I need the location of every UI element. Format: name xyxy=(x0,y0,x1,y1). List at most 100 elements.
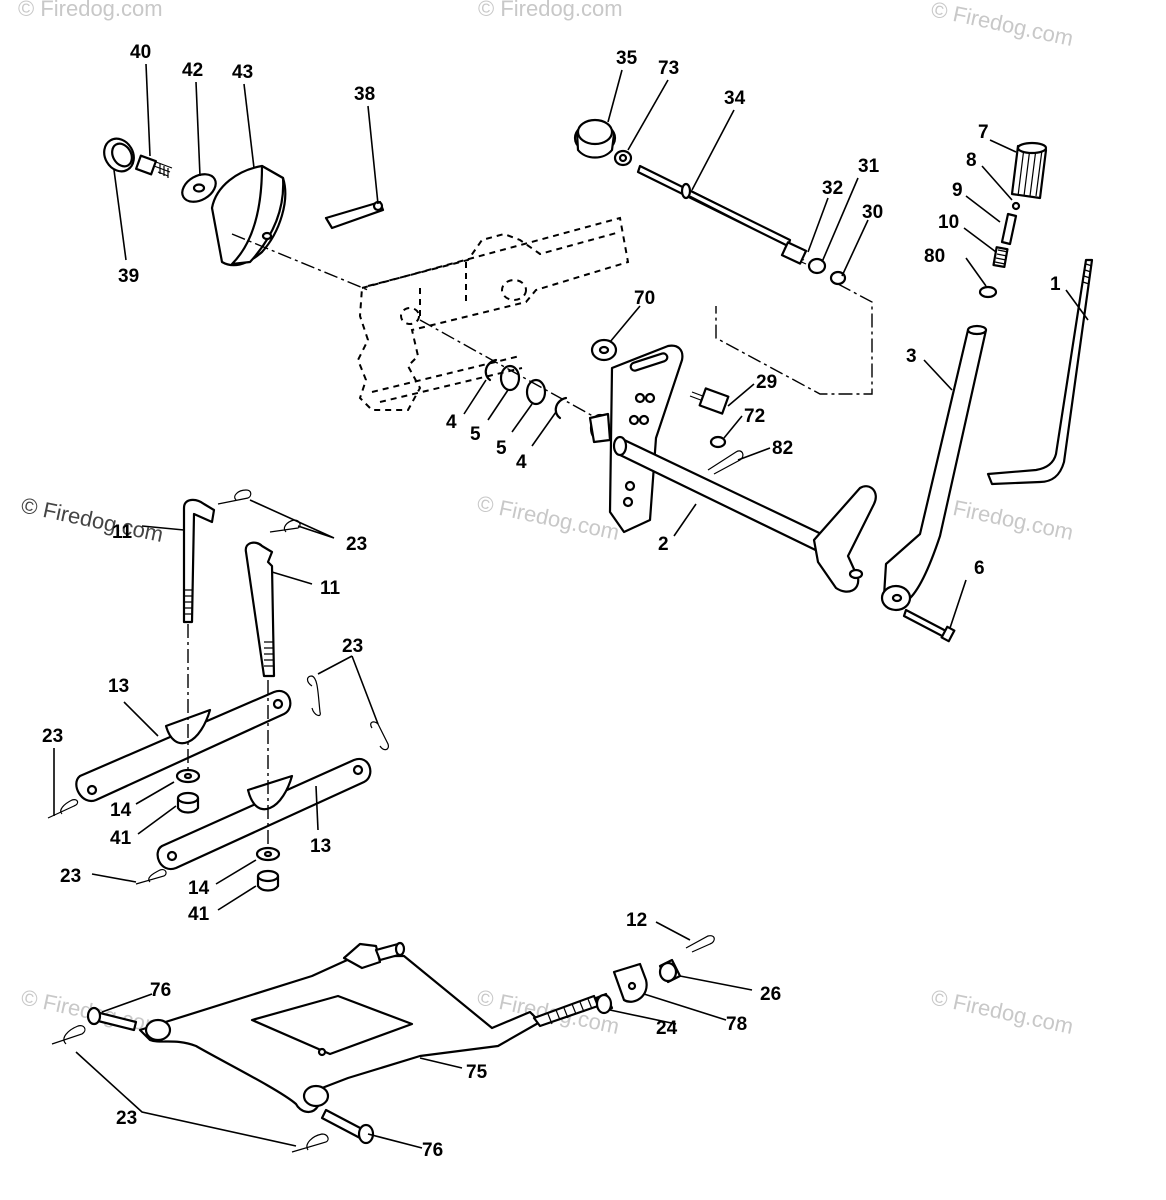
part-14-washer xyxy=(175,768,201,784)
part-73-nut xyxy=(613,149,633,167)
label-10: 10 xyxy=(938,212,959,233)
part-23-pin xyxy=(217,489,252,505)
part-42-washer xyxy=(181,173,217,203)
part-8-ball xyxy=(1011,201,1021,211)
label-4: 4 xyxy=(516,452,527,473)
part-78-clevis xyxy=(612,962,648,1003)
label-78: 78 xyxy=(726,1014,747,1035)
part-75-plate xyxy=(138,954,600,1113)
part-41-nut xyxy=(176,791,200,814)
label-70: 70 xyxy=(634,288,655,309)
label-3: 3 xyxy=(906,346,917,367)
label-11: 11 xyxy=(320,578,341,599)
label-39: 39 xyxy=(118,266,139,287)
label-5: 5 xyxy=(496,438,507,459)
part-72-washer xyxy=(709,435,727,449)
part-23-pin xyxy=(135,869,167,885)
label-43: 43 xyxy=(232,62,253,83)
label-4: 4 xyxy=(446,412,457,433)
part-70-washer xyxy=(590,338,618,362)
part-32-spring xyxy=(780,241,808,265)
part-3-lever xyxy=(880,324,988,612)
watermark: © Firedog.com xyxy=(478,0,623,21)
part-12-pin xyxy=(685,935,715,953)
part-41-nut xyxy=(256,869,280,892)
part-4-clip xyxy=(484,358,498,382)
part-39-ring xyxy=(103,137,135,173)
label-75: 75 xyxy=(466,1062,488,1083)
label-23: 23 xyxy=(116,1108,137,1129)
label-73: 73 xyxy=(658,58,679,79)
part-34-rod xyxy=(636,164,792,248)
label-35: 35 xyxy=(616,48,638,69)
part-23-pin xyxy=(51,1025,86,1045)
label-76: 76 xyxy=(422,1140,443,1161)
label-80: 80 xyxy=(924,246,945,267)
centerline xyxy=(419,319,601,421)
label-26: 26 xyxy=(760,984,781,1005)
part-35-knob xyxy=(573,118,617,159)
label-32: 32 xyxy=(822,178,843,199)
label-23: 23 xyxy=(346,534,367,555)
part-29-bolt xyxy=(689,387,730,415)
part-6-bolt xyxy=(902,608,956,643)
part-23-pin xyxy=(269,519,301,533)
label-29: 29 xyxy=(756,372,777,393)
label-72: 72 xyxy=(744,406,765,427)
part-13-arm xyxy=(75,689,292,803)
leader-lines xyxy=(53,63,1089,1149)
label-23: 23 xyxy=(42,726,63,747)
label-13: 13 xyxy=(310,836,331,857)
label-11: 11 xyxy=(112,522,133,543)
part-1-rod xyxy=(986,258,1094,486)
part-2-shaft-assembly xyxy=(588,344,877,593)
part-labels: 40 42 43 38 39 35 73 34 7 8 31 32 30 9 1… xyxy=(42,42,1061,1161)
part-10-spring xyxy=(992,246,1009,269)
label-34: 34 xyxy=(724,88,746,109)
label-41: 41 xyxy=(110,828,132,849)
label-40: 40 xyxy=(130,42,151,63)
part-80-washer xyxy=(978,285,998,299)
part-76-pin xyxy=(86,1006,138,1032)
part-9-pin xyxy=(1000,212,1018,246)
part-40-screw xyxy=(134,154,173,178)
part-23-pin xyxy=(47,799,79,819)
part-5-washer xyxy=(499,364,521,392)
label-82: 82 xyxy=(772,438,793,459)
label-38: 38 xyxy=(354,84,375,105)
label-31: 31 xyxy=(858,156,880,177)
part-43-handle-grip xyxy=(210,164,287,267)
part-23-pin xyxy=(291,1133,329,1153)
part-5-washer xyxy=(525,378,547,406)
watermark: © Firedog.com xyxy=(475,490,622,545)
label-9: 9 xyxy=(952,180,963,201)
label-13: 13 xyxy=(108,676,129,697)
label-42: 42 xyxy=(182,60,203,81)
part-82-pin xyxy=(707,450,744,475)
part-26-nut xyxy=(658,958,682,984)
label-14: 14 xyxy=(188,878,210,899)
part-31-washer xyxy=(807,257,827,275)
watermark: © Firedog.com xyxy=(929,984,1076,1039)
watermark: © Firedog.com xyxy=(19,492,166,547)
label-76: 76 xyxy=(150,980,171,1001)
label-5: 5 xyxy=(470,424,481,445)
watermark: © Firedog.com xyxy=(18,0,163,21)
label-6: 6 xyxy=(974,558,985,579)
label-12: 12 xyxy=(626,910,647,931)
label-7: 7 xyxy=(978,122,989,143)
label-23: 23 xyxy=(60,866,81,887)
part-11-rod xyxy=(182,498,216,624)
part-24-nut xyxy=(594,992,614,1015)
part-14-washer xyxy=(255,846,281,862)
part-23-pin xyxy=(306,675,321,717)
label-24: 24 xyxy=(656,1018,678,1039)
label-8: 8 xyxy=(966,150,977,171)
label-41: 41 xyxy=(188,904,210,925)
part-7-grip xyxy=(1010,141,1048,200)
part-4-clip xyxy=(554,396,568,420)
watermark: © Firedog.com xyxy=(929,490,1076,545)
frame-outline xyxy=(356,216,630,411)
label-14: 14 xyxy=(110,800,132,821)
